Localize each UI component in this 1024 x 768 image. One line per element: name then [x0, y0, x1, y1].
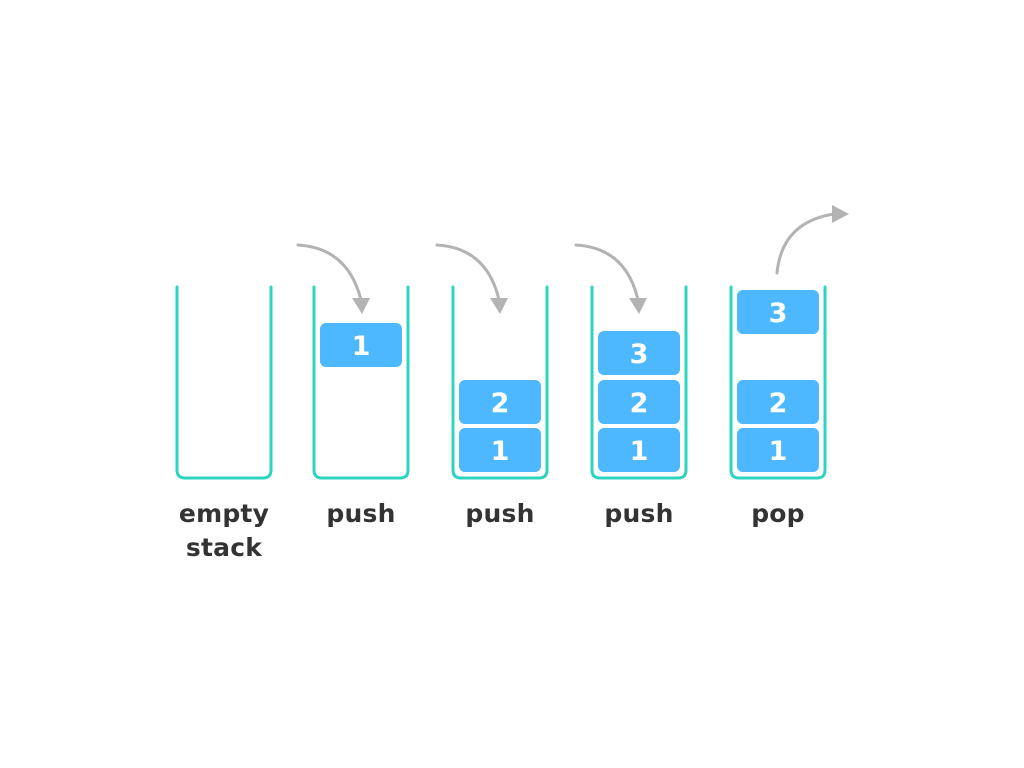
stack-item-3-2	[598, 380, 680, 424]
stack-0	[175, 285, 273, 480]
stack-label-3-line1: push	[604, 499, 674, 528]
stack-1: 1	[296, 243, 410, 480]
stack-container-0	[175, 285, 273, 480]
popped-item-label: 3	[769, 298, 788, 329]
stack-item-label-2-1: 1	[491, 436, 510, 467]
stack-label-0: empty stack	[154, 497, 294, 565]
stack-label-2-line1: push	[465, 499, 535, 528]
stack-item-2-2	[459, 380, 541, 424]
push-arrow-head-2	[490, 298, 508, 314]
stack-label-3: push	[569, 497, 709, 531]
stack-container-2	[451, 285, 549, 480]
stack-label-0-line1: empty	[178, 499, 270, 528]
stack-item-4-2	[737, 380, 819, 424]
pop-arrow	[775, 212, 836, 275]
stack-label-1: push	[291, 497, 431, 531]
push-arrow-1	[296, 243, 363, 302]
stack-label-4: pop	[708, 497, 848, 531]
pop-arrow-head	[832, 205, 849, 223]
stack-label-4-line1: pop	[751, 499, 805, 528]
stack-3: 3 2 1	[574, 243, 688, 480]
push-arrow-2	[435, 243, 501, 302]
stack-item-1-1	[320, 323, 402, 367]
stack-2: 2 1	[435, 243, 549, 480]
stack-label-0-line2: stack	[185, 533, 263, 562]
stack-item-label-4-2: 2	[769, 388, 788, 419]
popped-item	[737, 290, 819, 334]
push-arrow-head-3	[629, 298, 647, 314]
push-arrow-3	[574, 243, 640, 302]
stack-container-3	[590, 285, 688, 480]
stack-label-2: push	[430, 497, 570, 531]
stack-item-3-1	[598, 428, 680, 472]
stack-item-3-3	[598, 331, 680, 375]
stack-item-label-4-1: 1	[769, 436, 788, 467]
stack-container-1	[312, 285, 410, 480]
push-arrow-head-1	[352, 298, 370, 314]
stack-item-label-2-2: 2	[491, 388, 510, 419]
stack-item-4-1	[737, 428, 819, 472]
stack-item-label-3-3: 3	[630, 339, 649, 370]
stack-item-label-3-2: 2	[630, 388, 649, 419]
stack-item-2-1	[459, 428, 541, 472]
stack-item-label-1-1: 1	[352, 331, 371, 362]
stack-container-4	[729, 285, 827, 480]
stack-label-1-line1: push	[326, 499, 396, 528]
stack-4: 3 2 1	[729, 205, 849, 480]
stack-item-label-3-1: 1	[630, 436, 649, 467]
